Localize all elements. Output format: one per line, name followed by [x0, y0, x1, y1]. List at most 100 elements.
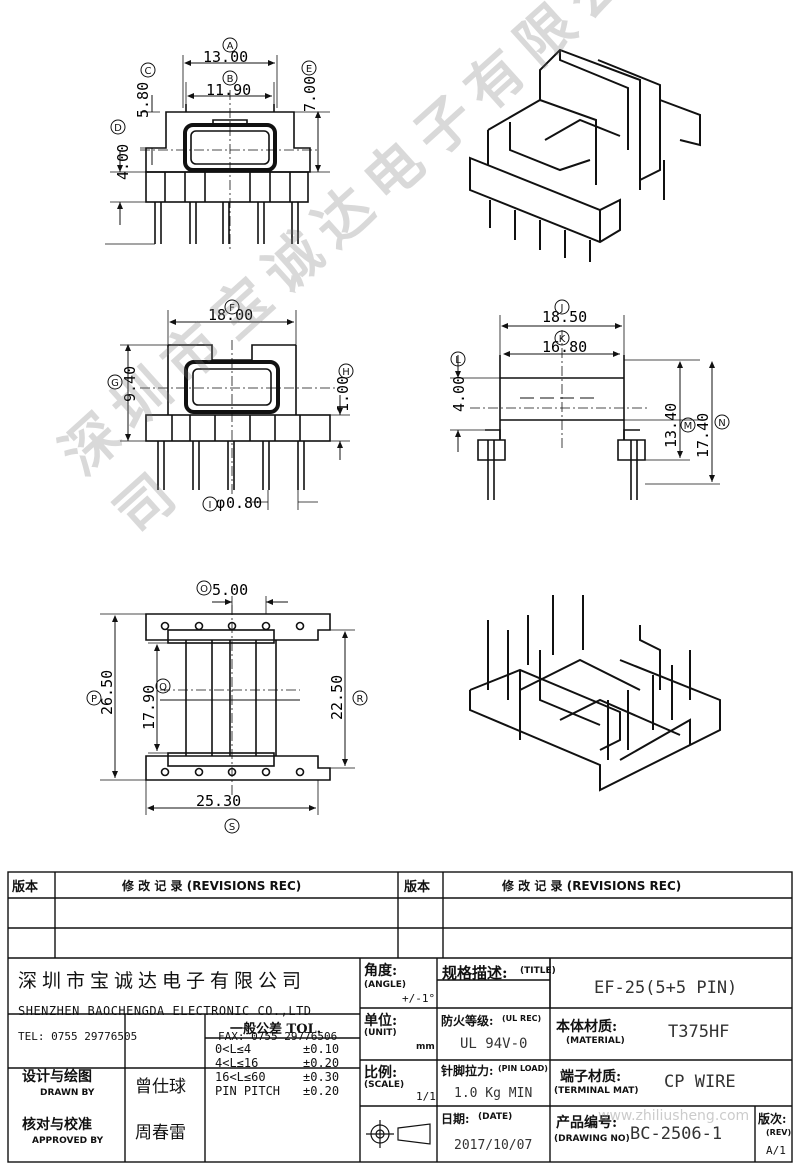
marker-i: I: [209, 500, 212, 511]
pin-load-label-cn: 针脚拉力:: [441, 1064, 494, 1078]
marker-n: N: [718, 418, 725, 429]
ul-value: UL 94V-0: [460, 1036, 528, 1052]
isometric-view-bottom: [469, 595, 721, 792]
drawn-label-cn: 设计与绘图: [22, 1069, 92, 1085]
terminal-label-cn: 端子材质:: [560, 1069, 622, 1085]
approved-name: 周春雷: [135, 1123, 186, 1143]
marker-l: L: [455, 355, 461, 366]
date-value: 2017/10/07: [454, 1138, 533, 1153]
unit-label-en: (UNIT): [364, 1028, 397, 1038]
dim-s-label: 25.30: [196, 792, 241, 810]
angle-value: +/-1°: [402, 992, 436, 1005]
tolerance-row: PIN PITCH±0.20: [215, 1084, 340, 1098]
dim-e-label: 7.00: [301, 76, 319, 112]
approved-label-en: APPROVED BY: [32, 1136, 104, 1146]
marker-d: D: [114, 123, 122, 134]
projection-symbol: [366, 1120, 431, 1148]
marker-g: G: [111, 378, 119, 389]
drawn-label-en: DRAWN BY: [40, 1088, 95, 1098]
end-view: [470, 330, 650, 500]
company-tel: TEL: 0755 29776505: [18, 1030, 138, 1043]
drawing-no-label-en: (DRAWING NO): [554, 1134, 630, 1144]
dim-m-label: 13.40: [662, 403, 680, 448]
pin-load-label-en: (PIN LOAD): [498, 1064, 548, 1073]
pin-load-value: 1.0 Kg MIN: [454, 1086, 533, 1101]
marker-f: F: [229, 303, 235, 314]
ul-label-en: (UL REC): [502, 1014, 542, 1023]
title-block-grid: [7, 871, 793, 1163]
dim-c-label: 5.80: [134, 82, 152, 118]
material-label-en: (MATERIAL): [566, 1036, 625, 1046]
dim-g-label: 9.40: [121, 366, 139, 402]
front-view-top: [140, 90, 320, 250]
drawing-area: 13.00 11.90 5.80 4.00 7.00 18.00 9.40 1.…: [86, 37, 730, 834]
rev-record-label-1: 修 改 记 录 (REVISIONS REC): [122, 879, 302, 893]
tolerance-row: 0<L≤4±0.10: [215, 1042, 340, 1056]
terminal-label-en: (TERMINAL MAT): [554, 1086, 639, 1096]
tolerance-row: 16<L≤60±0.30: [215, 1070, 340, 1084]
rev-record-label-2: 修 改 记 录 (REVISIONS REC): [502, 879, 682, 893]
marker-p: P: [91, 694, 97, 705]
marker-q: Q: [159, 682, 167, 693]
dim-k-label: 16.80: [542, 338, 587, 356]
marker-r: R: [357, 694, 364, 705]
angle-label-en: (ANGLE): [364, 980, 406, 990]
rev-value: A/1: [766, 1144, 786, 1157]
site-watermark: www.zhiliusheng.com: [598, 1108, 750, 1124]
approved-label-cn: 核对与校准: [22, 1117, 92, 1133]
marker-c: C: [145, 66, 152, 77]
side-view: [140, 340, 340, 495]
marker-h: H: [342, 367, 350, 378]
drawing-no-value: BC-2506-1: [630, 1124, 723, 1144]
marker-m: M: [684, 421, 693, 432]
company-name-en: SHENZHEN BAOCHENGDA ELECTRONIC CO.,LTD: [18, 1004, 312, 1018]
dim-b-label: 11.90: [206, 81, 251, 99]
marker-j: J: [560, 303, 564, 314]
drawing-no-label-cn: 产品编号:: [556, 1115, 618, 1131]
dim-p-label: 26.50: [98, 670, 116, 715]
unit-label-cn: 单位:: [364, 1013, 398, 1029]
unit-value: mm: [416, 1042, 435, 1052]
bottom-view: [145, 605, 331, 795]
tolerance-table: 0<L≤4±0.10 4<L≤16±0.20 16<L≤60±0.30 PIN …: [215, 1042, 339, 1098]
dim-o-label: 5.00: [212, 581, 248, 599]
dim-i-phi: φ: [216, 494, 225, 512]
tolerance-title: 一般公差 TOL.: [230, 1022, 322, 1037]
title-value: EF-25(5+5 PIN): [594, 978, 738, 998]
rev-version-label-2: 版本: [404, 880, 431, 895]
tolerance-row: 4<L≤16±0.20: [215, 1056, 340, 1070]
dim-n-label: 17.40: [694, 413, 712, 458]
title-label-cn: 规格描述:: [442, 964, 508, 982]
dim-l-label: 4.00: [450, 376, 468, 412]
material-value: T375HF: [668, 1022, 730, 1042]
company-name-cn: 深圳市宝诚达电子有限公司: [18, 970, 307, 992]
angle-label-cn: 角度:: [364, 963, 398, 979]
marker-o: O: [200, 584, 208, 595]
marker-k: K: [559, 334, 566, 345]
dim-j-label: 18.50: [542, 308, 587, 326]
date-label-cn: 日期:: [441, 1112, 470, 1126]
drawn-name: 曾仕球: [135, 1077, 186, 1097]
rev-label-cn: 版次:: [758, 1112, 787, 1126]
dim-h-label: 1.00: [334, 376, 352, 412]
marker-s: S: [229, 822, 235, 833]
marker-a: A: [227, 41, 234, 52]
material-label-cn: 本体材质:: [556, 1019, 618, 1035]
rev-version-label-1: 版本: [12, 880, 39, 895]
dim-q-label: 17.90: [140, 685, 158, 730]
ul-label-cn: 防火等级:: [441, 1014, 494, 1028]
terminal-value: CP WIRE: [664, 1072, 736, 1092]
company-fax: FAX: 0755 29776506: [218, 1030, 338, 1043]
marker-e: E: [306, 64, 312, 75]
rev-label-en: (REV): [766, 1128, 792, 1137]
marker-b: B: [227, 74, 234, 85]
scale-label-en: (SCALE): [364, 1080, 405, 1090]
isometric-view-top: [469, 48, 701, 262]
dim-i-label: 0.80: [226, 494, 262, 512]
dim-f-label: 18.00: [208, 306, 253, 324]
scale-label-cn: 比例:: [364, 1065, 398, 1081]
scale-value: 1/1: [416, 1090, 436, 1103]
title-label-en: (TITLE): [520, 966, 556, 976]
dim-d-label: 4.00: [114, 144, 132, 180]
dim-r-label: 22.50: [328, 675, 346, 720]
